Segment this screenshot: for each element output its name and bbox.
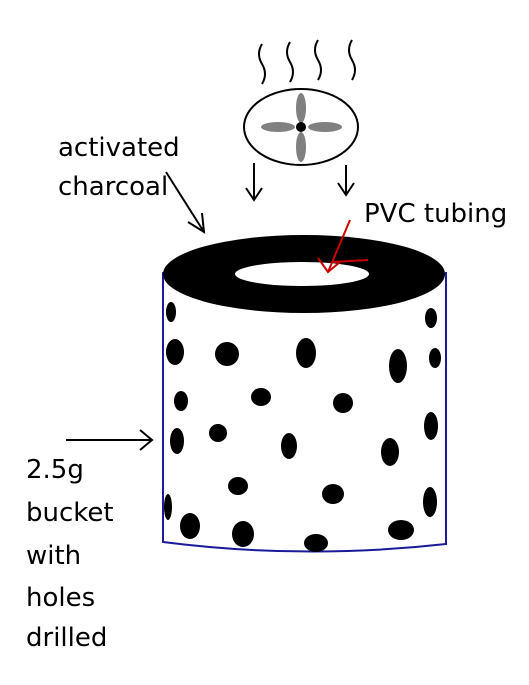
hole	[174, 391, 188, 411]
hole	[424, 412, 438, 440]
hole	[389, 349, 407, 383]
hole	[251, 388, 271, 406]
airflow-arrows	[245, 163, 355, 202]
label-bucket-size: 2.5g	[26, 455, 84, 485]
hole	[322, 484, 344, 504]
hole	[215, 342, 239, 366]
hole	[423, 487, 437, 517]
bucket-pointer-arrow	[66, 429, 154, 451]
hole	[170, 428, 184, 454]
bucket	[162, 235, 447, 553]
hole	[228, 477, 248, 495]
hole	[232, 521, 254, 547]
hole	[388, 520, 414, 540]
label-pvc-tubing: PVC tubing	[364, 199, 507, 229]
label-charcoal: charcoal	[58, 172, 168, 202]
hole	[180, 513, 200, 539]
label-bucket: bucket	[26, 498, 114, 528]
fan-blade-top	[296, 93, 306, 123]
label-drilled: drilled	[26, 623, 107, 653]
pvc-tubing-opening	[235, 262, 369, 286]
hole	[296, 338, 316, 368]
drilled-holes	[164, 302, 441, 552]
hole	[304, 534, 328, 552]
hole	[166, 339, 184, 365]
charcoal-pointer-arrow	[165, 171, 206, 234]
hole	[429, 348, 441, 368]
fan-blade-right	[308, 122, 342, 132]
fan-blade-left	[261, 122, 295, 132]
label-holes: holes	[26, 583, 95, 613]
heat-waves-icon	[258, 39, 356, 85]
pvc-pointer-arrow	[317, 219, 369, 274]
hole	[166, 302, 176, 322]
label-with: with	[26, 541, 81, 571]
bucket-body	[162, 272, 447, 553]
fan-hub	[296, 122, 306, 132]
airflow-arrow-left	[245, 163, 263, 202]
label-activated: activated	[58, 133, 180, 163]
hole	[281, 433, 297, 459]
hole	[425, 308, 437, 328]
airflow-arrow-right	[337, 165, 355, 197]
fan-blade-bottom	[296, 132, 306, 162]
hole	[164, 494, 172, 520]
hole	[333, 393, 353, 413]
fan-icon	[243, 88, 359, 166]
hole	[209, 424, 227, 442]
hole	[381, 438, 399, 466]
